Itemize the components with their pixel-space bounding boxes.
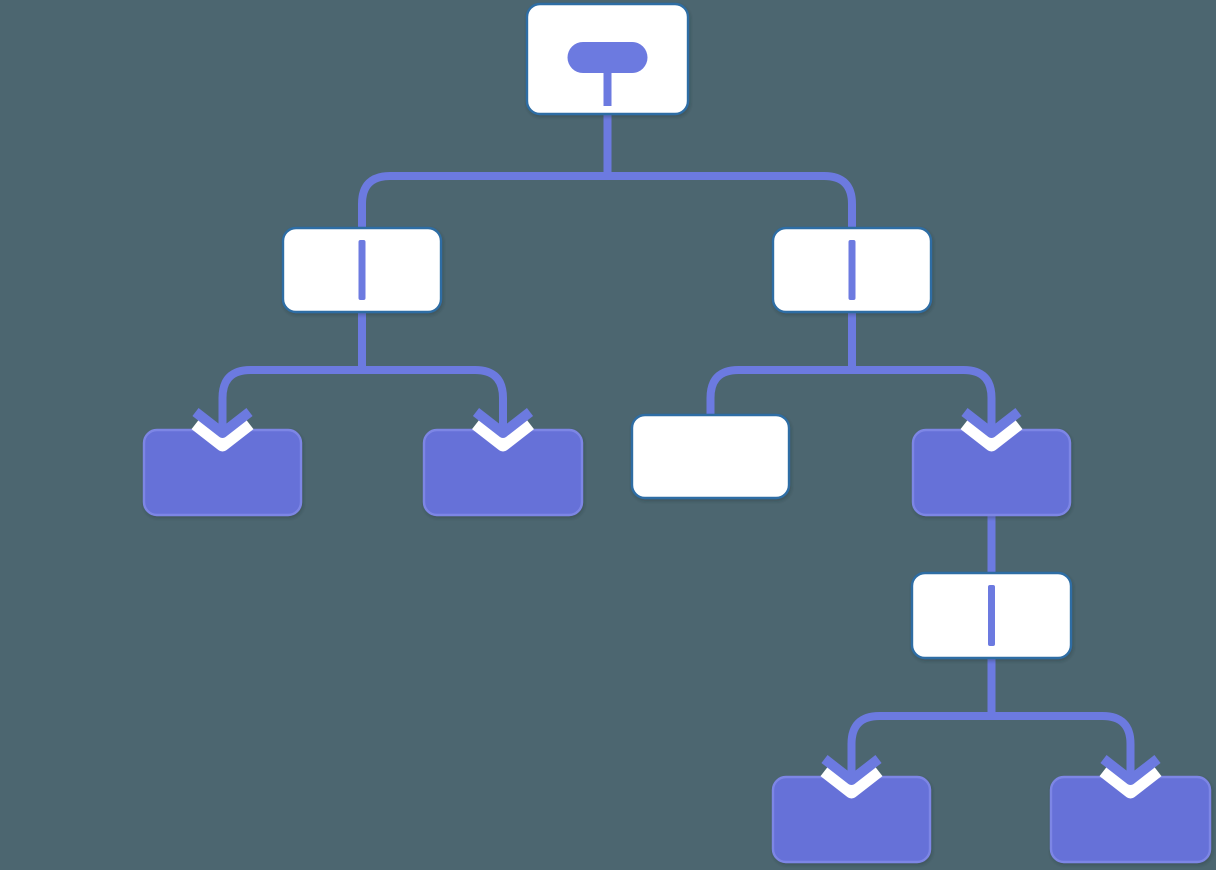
vertical-bar-icon — [358, 240, 366, 300]
connector — [218, 310, 366, 433]
double-chevron-down-icon — [191, 408, 254, 452]
node-branch-left[interactable] — [281, 226, 443, 314]
connector — [358, 310, 507, 433]
double-chevron-down-icon — [1099, 755, 1162, 799]
connector — [706, 310, 856, 418]
node-target-left-1[interactable] — [142, 408, 303, 517]
connector — [358, 112, 612, 231]
vertical-bar-icon — [988, 585, 995, 646]
node-pass-bottom[interactable] — [910, 571, 1073, 660]
double-chevron-down-icon — [472, 408, 534, 452]
node-target-left-2[interactable] — [422, 408, 584, 517]
double-chevron-down-icon — [820, 755, 883, 799]
node-target-right[interactable] — [911, 408, 1072, 517]
pill-stem-icon — [567, 42, 648, 106]
node-box[interactable] — [630, 413, 791, 500]
connectors-layer — [218, 112, 1135, 780]
connector — [987, 656, 1135, 780]
double-chevron-down-icon — [960, 408, 1023, 452]
node-root[interactable] — [525, 2, 690, 116]
nodes-layer — [142, 2, 1212, 864]
node-branch-right[interactable] — [771, 226, 933, 314]
node-plain-right[interactable] — [630, 413, 791, 500]
connector — [848, 310, 996, 433]
connector — [603, 112, 856, 231]
vertical-bar-icon — [848, 240, 856, 300]
node-target-bottom-2[interactable] — [1049, 755, 1212, 864]
connector — [847, 656, 996, 780]
node-target-bottom-1[interactable] — [771, 755, 932, 864]
